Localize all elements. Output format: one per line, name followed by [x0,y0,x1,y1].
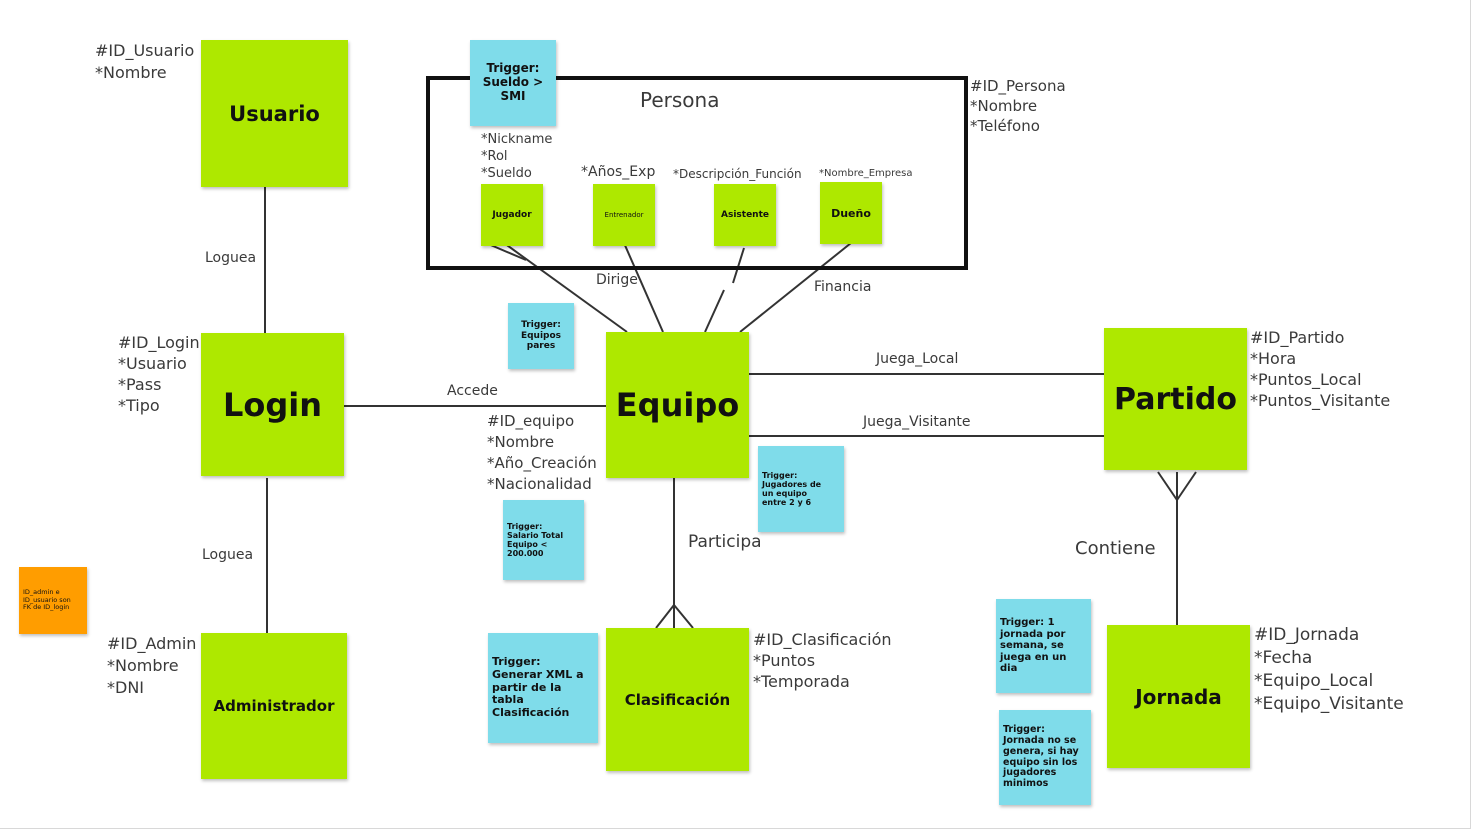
entrenador-entity[interactable]: Entrenador [593,184,655,246]
jugador-entity[interactable]: Jugador [481,184,543,246]
dueno-entity-name: Dueño [831,206,871,220]
partido-attributes: #ID_Partido *Hora *Puntos_Local *Puntos_… [1250,328,1391,410]
asistente-entity[interactable]: Asistente [714,184,776,246]
jornada-entity-name: Jornada [1135,684,1222,709]
dueno-attributes: *Nombre_Empresa [819,168,913,179]
login-attributes: #ID_Login *Usuario *Pass *Tipo [118,333,200,415]
line-dueno-equipo [739,242,852,333]
trigger-jornada-minimos-text: Trigger: Jornada no se genera, si hay eq… [1003,723,1079,790]
jugador-entity-name: Jugador [492,210,532,220]
equipo-entity-name: Equipo [615,386,740,424]
entrenador-entity-name: Entrenador [604,211,644,219]
financia-label: Financia [814,279,872,295]
persona-entity-frame [426,76,968,270]
line-entrenador-equipo [623,242,664,333]
trigger-jornada-semana-text: Trigger: 1 jornada por semana, se juega … [1000,617,1067,675]
clasificacion-entity[interactable]: Clasificación [606,628,749,771]
admin-fk-note[interactable]: ID_admin e ID_usuario son FK de ID_login [19,567,87,634]
trigger-xml-text: Trigger: Generar XML a partir de la tabl… [492,655,584,719]
usuario-entity-name: Usuario [229,101,320,126]
dueno-entity[interactable]: Dueño [820,182,882,244]
trigger-salario-text: Trigger: Salario Total Equipo < 200.000 [507,521,564,559]
trigger-jugadores-note[interactable]: Trigger: Jugadores de un equipo entre 2 … [758,446,844,532]
line-jugador-equipo-b [503,242,628,333]
partido-entity-name: Partido [1114,381,1237,417]
login-entity[interactable]: Login [201,333,344,476]
login-entity-name: Login [222,385,323,424]
partido-entity[interactable]: Partido [1104,328,1247,470]
persona-entity-name: Persona [640,88,720,112]
trigger-jornada-minimos-note[interactable]: Trigger: Jornada no se genera, si hay eq… [999,710,1091,805]
usuario-attributes: #ID_Usuario *Nombre [95,41,195,82]
trigger-sueldo-text: Trigger: Sueldo > SMI [482,61,544,103]
administrador-attributes: #ID_Admin *Nombre *DNI [107,634,197,697]
entrenador-attributes: *Años_Exp [581,164,656,180]
trigger-sueldo-note[interactable]: Trigger: Sueldo > SMI [470,40,556,126]
persona-attributes: #ID_Persona *Nombre *Teléfono [970,77,1066,135]
admin-fk-text: ID_admin e ID_usuario son FK de ID_login [23,588,71,612]
equipo-attributes: #ID_equipo *Nombre *Año_Creación *Nacion… [487,412,597,493]
line-asistente-equipo-b [704,289,725,333]
crowfoot-clasificacion-a [655,604,675,629]
juega-visitante-label: Juega_Visitante [863,414,971,430]
trigger-xml-note[interactable]: Trigger: Generar XML a partir de la tabl… [488,633,598,743]
accede-label: Accede [447,383,498,399]
dirige-label: Dirige [596,272,638,288]
trigger-jugadores-text: Trigger: Jugadores de un equipo entre 2 … [762,470,822,508]
trigger-pares-text: Trigger: Equipos pares [520,320,562,352]
jugador-attributes: *Nickname *Rol *Sueldo [481,132,553,181]
usuario-entity[interactable]: Usuario [201,40,348,187]
loguea-usuario-label: Loguea [205,250,257,266]
loguea-admin-label: Loguea [202,547,254,563]
crowfoot-partido-a [1157,471,1178,501]
participa-label: Participa [688,532,762,552]
trigger-jornada-semana-note[interactable]: Trigger: 1 jornada por semana, se juega … [996,599,1091,693]
trigger-pares-note[interactable]: Trigger: Equipos pares [508,303,574,369]
juega-local-label: Juega_Local [876,351,959,367]
administrador-entity-name: Administrador [213,697,335,715]
jornada-attributes: #ID_Jornada *Fecha *Equipo_Local *Equipo… [1254,625,1404,714]
trigger-salario-note[interactable]: Trigger: Salario Total Equipo < 200.000 [503,500,584,580]
clasificacion-entity-name: Clasificación [624,690,731,709]
contiene-label: Contiene [1075,538,1156,559]
asistente-attributes: *Descripción_Función [673,167,802,181]
administrador-entity[interactable]: Administrador [201,633,347,779]
crowfoot-clasificacion-c [673,604,694,629]
jornada-entity[interactable]: Jornada [1107,625,1250,768]
equipo-entity[interactable]: Equipo [606,332,749,478]
crowfoot-partido-c [1176,471,1197,501]
asistente-entity-name: Asistente [721,210,769,220]
line-asistente-equipo-a [732,247,745,284]
clasificacion-attributes: #ID_Clasificación *Puntos *Temporada [753,630,892,691]
